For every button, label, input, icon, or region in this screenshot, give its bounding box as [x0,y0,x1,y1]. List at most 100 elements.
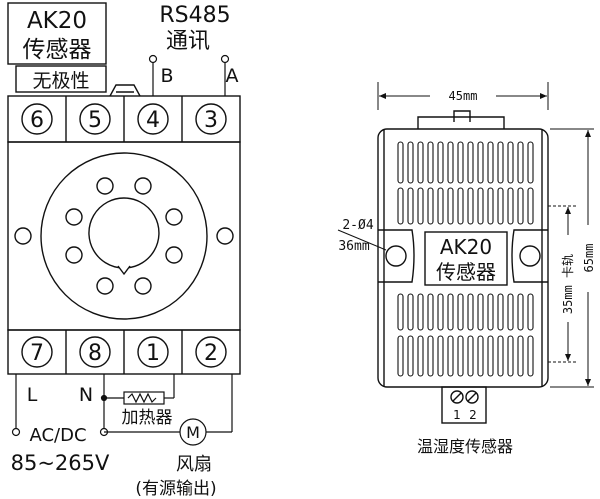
vent-slot [477,293,484,331]
hole-right [519,245,541,267]
sensor-terminal-2: 2 [469,408,477,422]
vent-slot [427,335,434,377]
vent-slot [447,293,454,331]
vent-slot [487,335,494,377]
active-output-label: (有源输出) [135,479,216,499]
vent-slot [517,335,524,377]
vent-slot [397,187,404,225]
hole-left [385,245,407,267]
pin-b-label: B [160,65,173,87]
relay-model-line2: 传感器 [23,37,92,63]
terminal-1 [137,336,169,368]
vent-slot [427,187,434,225]
vent-slot [417,335,424,377]
sensor-model-line1: AK20 [440,235,492,259]
vent-slot [527,187,534,225]
hole-dist-label: 36mm [338,239,369,254]
vent-slot [437,141,444,184]
motor-letter: M [186,423,200,442]
vent-slot [527,293,534,331]
terminal-1-label: 1 [146,341,160,366]
vent-slot [507,335,514,377]
heater-label: 加热器 [122,408,173,428]
terminal-5-label: 5 [88,108,102,133]
acdc-label: AC/DC [29,425,86,446]
terminal-4 [137,103,169,135]
vent-slot [527,141,534,184]
vent-slot [467,335,474,377]
terminal-6-label: 6 [30,108,44,133]
vent-slot [477,187,484,225]
relay-labels: AK20 传感器 无极性 RS485 通讯 B A 6 5 4 3 7 8 1 … [11,3,239,499]
vent-slot [407,293,414,331]
comm-label: 通讯 [166,29,210,54]
height-dim: 65mm [582,244,596,273]
vent-slot [517,187,524,225]
rs485-label: RS485 [159,3,230,28]
vent-slot [457,187,464,225]
vent-slot [437,187,444,225]
vent-slot [437,335,444,377]
sensor-dimensions [337,82,594,388]
vent-slot [467,141,474,184]
rail-dim: 35mm 卡轨 [561,254,575,314]
vent-slot [397,293,404,331]
terminal-2 [195,336,227,368]
vent-slot [487,293,494,331]
pin-a-label: A [226,65,239,87]
vent-slot [497,335,504,377]
vent-slot [497,293,504,331]
l-label: L [27,384,38,406]
vent-slot [477,335,484,377]
terminal-8-label: 8 [88,341,102,366]
sensor-terminal-block [441,386,487,424]
n-label: N [79,384,93,406]
nonpolar-box [15,65,107,93]
vent-slot [527,335,534,377]
vent-slot [447,141,454,184]
vent-slot [407,187,414,225]
model-box [7,2,107,65]
vent-slot [397,335,404,377]
voltage-label: 85~265V [11,451,110,475]
vent-slot [477,141,484,184]
vent-slot [507,141,514,184]
vent-slot [467,293,474,331]
vent-slot [487,141,494,184]
vent-slot [467,187,474,225]
vent-slot [497,187,504,225]
sensor-label-box [424,231,508,286]
terminal-4-label: 4 [146,108,160,133]
vent-slot [427,141,434,184]
sensor-model-line2: 传感器 [436,260,496,284]
terminal-7 [21,336,53,368]
sensor-body [377,110,549,424]
vent-slot [417,187,424,225]
terminal-8 [79,336,111,368]
sensor-terminal-1: 1 [453,408,461,422]
vent-slot [407,335,414,377]
vent-slot [487,187,494,225]
vent-slot [517,141,524,184]
vent-slot [507,293,514,331]
vent-slot [447,335,454,377]
terminal-6 [21,103,53,135]
relay-model-line1: AK20 [27,8,87,34]
vent-slot [497,141,504,184]
sensor-caption: 温湿度传感器 [417,437,513,456]
socket-ring [40,152,208,320]
mount-hole-right [216,227,234,245]
terminal-3-label: 3 [204,108,218,133]
vent-slot [517,293,524,331]
sensor-labels: 45mm 2-Ø4 36mm AK20 传感器 35mm 卡轨 65mm 1 2… [338,89,596,456]
vent-slots [397,141,534,377]
terminal-7-label: 7 [30,341,44,366]
center-hole [88,197,160,269]
vent-slot [447,187,454,225]
vent-slot [507,187,514,225]
fan-label: 风扇 [176,454,212,475]
vent-slot [457,293,464,331]
relay-base [7,2,241,375]
